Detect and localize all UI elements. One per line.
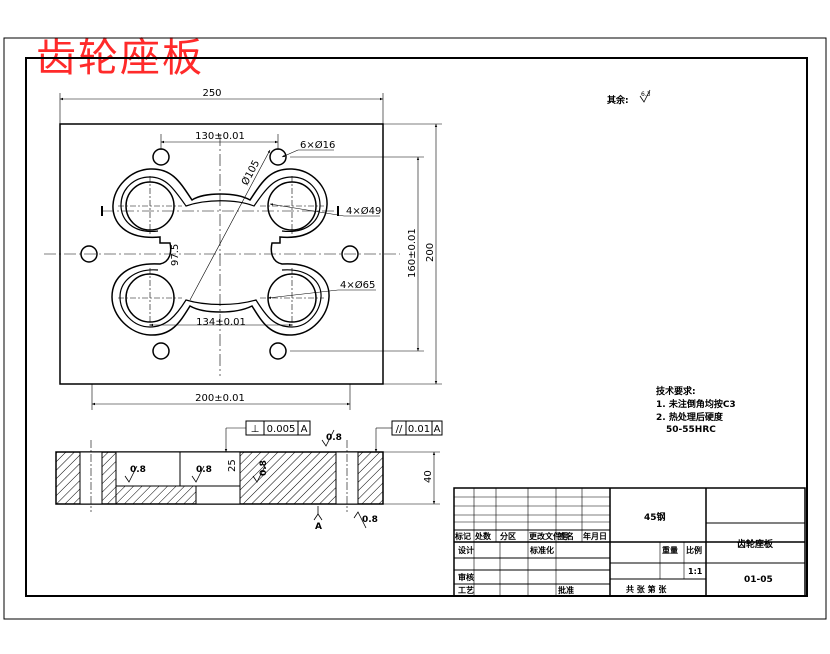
tech-req-hardness: 50-55HRC xyxy=(666,425,716,435)
small-hole xyxy=(152,342,170,360)
sheet-info: 共 张 第 张 xyxy=(626,584,667,594)
material: 45钢 xyxy=(644,511,666,523)
dim-outer-height: 200 xyxy=(425,243,436,262)
roughness-label: 0.8 xyxy=(326,433,342,443)
title-block xyxy=(453,487,806,597)
label-scale: 比例 xyxy=(686,545,702,555)
dim-small-holes: 6×Ø16 xyxy=(300,139,335,151)
dim-bore-65: 4×Ø65 xyxy=(340,279,375,291)
tech-req-heading: 技术要求: xyxy=(656,385,696,397)
title-block-header: 标记 xyxy=(454,531,471,541)
section-view: 25 40 ⊥ 0.005 A // 0.01 A 0 xyxy=(55,420,443,532)
technical-requirements: 技术要求: 1. 未注倒角均按C3 2. 热处理后硬度 50-55HRC xyxy=(656,385,736,435)
drawing-number: 01-05 xyxy=(744,575,773,585)
roughness-label: 0.8 xyxy=(196,465,212,475)
title-block-header: 分区 xyxy=(500,531,516,541)
dim-hole-spacing-bottom: 134±0.01 xyxy=(196,317,246,328)
surface-finish-note: 其余: xyxy=(607,94,629,106)
label-process: 工艺 xyxy=(458,585,474,595)
bore-center-marks xyxy=(118,176,324,328)
dim-inner-height: 160±0.01 xyxy=(407,228,418,278)
dim-height-25: 25 xyxy=(227,459,238,472)
top-view: 250 130±0.01 6×Ø16 Ø105 4×Ø49 4×Ø65 97.5… xyxy=(44,88,442,410)
small-hole xyxy=(269,342,287,360)
roughness-label: 0.8 xyxy=(259,460,269,476)
dim-overall-width: 250 xyxy=(202,88,221,99)
title-block-header: 处数 xyxy=(474,531,492,541)
tech-req-item: 2. 热处理后硬度 xyxy=(656,411,724,423)
tech-req-item: 1. 未注倒角均按C3 xyxy=(656,398,736,410)
pocket-contour-outer xyxy=(111,168,330,336)
label-review: 审核 xyxy=(458,572,474,582)
pocket-contour-inner xyxy=(119,176,322,328)
dim-hole-spacing-top: 130±0.01 xyxy=(195,131,245,142)
roughness-label: 0.8 xyxy=(130,465,146,475)
dim-bottom-width: 200±0.01 xyxy=(195,393,245,404)
gdt-parallelism-value: 0.01 xyxy=(408,424,430,435)
dim-bore-49: 4×Ø49 xyxy=(346,205,381,217)
label-design: 设计 xyxy=(458,545,474,555)
dim-offset-97: 97.5 xyxy=(170,244,181,266)
gdt-perpendicularity-value: 0.005 xyxy=(267,424,296,435)
title-block-header: 年月日 xyxy=(583,531,607,541)
gdt-parallelism-datum: A xyxy=(434,424,441,435)
title-block-header: 更改文件号 xyxy=(529,531,569,541)
bores xyxy=(125,181,317,323)
gdt-perpendicularity-datum: A xyxy=(301,424,308,435)
surface-finish-value: 6.3 xyxy=(641,91,651,98)
gdt-perpendicularity-symbol: ⊥ xyxy=(251,424,260,435)
label-approve: 批准 xyxy=(558,585,574,595)
dim-height-40: 40 xyxy=(423,470,434,483)
scale-value: 1:1 xyxy=(688,567,703,576)
roughness-label: 0.8 xyxy=(362,515,378,525)
label-standardization: 标准化 xyxy=(529,545,554,555)
small-hole xyxy=(80,245,98,263)
inner-frame-border xyxy=(25,57,808,597)
dim-pitch-circle: Ø105 xyxy=(239,158,262,187)
small-hole xyxy=(341,245,359,263)
title-block-header: 签名 xyxy=(557,531,574,541)
part-name: 齿轮座板 xyxy=(737,538,774,550)
gdt-parallelism-symbol: // xyxy=(396,424,403,435)
label-weight: 重量 xyxy=(662,545,678,555)
small-hole xyxy=(152,148,170,166)
small-hole xyxy=(269,148,287,166)
outer-sheet-border xyxy=(3,37,827,620)
datum-a-label: A xyxy=(315,522,322,532)
